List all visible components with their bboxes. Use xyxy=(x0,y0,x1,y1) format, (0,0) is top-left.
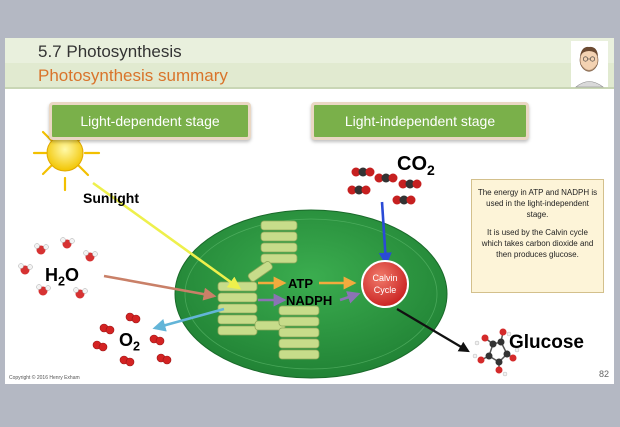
oxygen-label-subscript: 2 xyxy=(133,339,141,354)
glucose-label: Glucose xyxy=(509,332,584,353)
page-title: 5.7 Photosynthesis xyxy=(38,42,182,61)
teacher-avatar-icon xyxy=(571,41,608,88)
chloroplast xyxy=(174,209,448,379)
co2-label: CO2 xyxy=(397,153,435,178)
co2-label-subscript: 2 xyxy=(427,161,435,178)
header-title-band xyxy=(5,38,614,63)
nadph-to-calvin-arrow xyxy=(339,291,361,304)
co2-arrow xyxy=(378,201,392,266)
glucose-molecule-icon xyxy=(472,328,520,377)
co2-molecules-icon xyxy=(347,167,422,205)
oxygen-label-main: O xyxy=(119,330,134,350)
oxygen-arrow xyxy=(152,307,225,332)
info-box: The energy in ATP and NADPH is used in t… xyxy=(471,179,604,293)
light-independent-stage-box: Light-independent stage xyxy=(311,102,529,140)
glucose-arrow xyxy=(396,308,470,353)
light-dependent-stage-label: Light-dependent stage xyxy=(80,113,220,129)
header-divider xyxy=(5,87,614,89)
oxygen-molecules-icon xyxy=(92,312,172,367)
water-label-main: H xyxy=(45,265,58,285)
calvin-label-line2: Cycle xyxy=(373,285,397,295)
calvin-cycle-node xyxy=(361,260,409,308)
water-label-subscript: 2 xyxy=(58,274,66,289)
sunlight-label: Sunlight xyxy=(83,190,139,206)
light-independent-stage-label: Light-independent stage xyxy=(344,113,496,129)
water-molecules-icon xyxy=(18,237,98,299)
water-label-end: O xyxy=(65,265,80,285)
calvin-cycle-label: Calvin Cycle xyxy=(365,272,405,296)
water-arrow xyxy=(103,274,217,301)
calvin-label-line1: Calvin xyxy=(372,273,398,283)
copyright-text: Copyright © 2016 Henry Exham xyxy=(9,375,80,381)
slide: 5.7 Photosynthesis Photosynthesis summar… xyxy=(5,38,614,384)
water-label: H2O xyxy=(45,265,79,288)
diagram-graphics xyxy=(18,41,608,379)
oxygen-label: O2 xyxy=(119,330,140,353)
co2-label-main: CO xyxy=(397,153,427,175)
atp-label: ATP xyxy=(288,276,314,291)
info-paragraph-2: It is used by the Calvin cycle which tak… xyxy=(481,228,594,259)
light-dependent-stage-box: Light-dependent stage xyxy=(49,102,251,140)
page-subtitle: Photosynthesis summary xyxy=(38,66,228,85)
info-paragraph-1: The energy in ATP and NADPH is used in t… xyxy=(477,188,598,219)
sunlight-arrow xyxy=(92,181,242,290)
page-number: 82 xyxy=(599,369,610,379)
nadph-label: NADPH xyxy=(286,293,333,308)
header-subtitle-band xyxy=(5,63,614,87)
